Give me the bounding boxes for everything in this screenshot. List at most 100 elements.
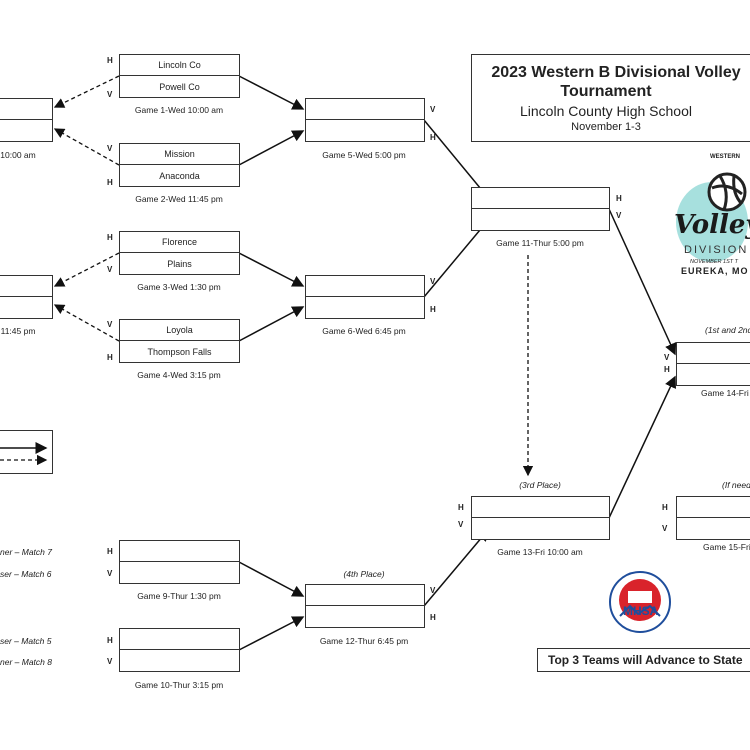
game-4-label: Game 4-Wed 3:15 pm: [137, 370, 221, 380]
game-14-note: (1st and 2nd: [705, 325, 750, 335]
game-3-box: Florence Plains: [119, 231, 240, 275]
loser-source-4: ner – Match 8: [0, 657, 52, 667]
team-slot[interactable]: [0, 99, 52, 120]
game-6-label: Game 6-Wed 6:45 pm: [322, 326, 406, 336]
game-4-box: Loyola Thompson Falls: [119, 319, 240, 363]
game-10-label: Game 10-Thur 3:15 pm: [134, 680, 224, 690]
visitor-marker: V: [430, 586, 436, 595]
game-8-box: [0, 275, 53, 319]
game-13-note: (3rd Place): [519, 480, 561, 490]
winner-line-g1: [238, 75, 305, 110]
loser-line-g1: [53, 75, 120, 108]
team-slot[interactable]: Powell Co: [159, 81, 200, 92]
team-slot[interactable]: [472, 497, 609, 518]
game-14-label: Game 14-Fri: [701, 388, 749, 398]
game-10-box: [119, 628, 240, 672]
team-slot[interactable]: Loyola: [120, 320, 239, 341]
game-12-label: Game 12-Thur 6:45 pm: [319, 636, 409, 646]
game-1-box: Lincoln Co Powell Co: [119, 54, 240, 98]
home-marker: H: [107, 547, 113, 556]
team-slot[interactable]: Lincoln Co: [120, 55, 239, 76]
team-slot[interactable]: [0, 276, 52, 297]
visitor-marker: V: [616, 211, 622, 220]
team-slot[interactable]: [472, 209, 609, 230]
home-marker: H: [107, 56, 113, 65]
loser-source-3: ser – Match 5: [0, 636, 52, 646]
visitor-marker: V: [107, 265, 113, 274]
home-marker: H: [664, 365, 670, 374]
home-marker: H: [616, 194, 622, 203]
team-slot[interactable]: [306, 276, 424, 297]
winner-line-g12: [423, 528, 489, 607]
logo-volleyball: Volleyb: [674, 210, 750, 240]
team-slot[interactable]: [677, 497, 750, 518]
game-11-label: Game 11-Thur 5:00 pm: [496, 238, 584, 248]
visitor-marker: V: [662, 524, 668, 533]
winner-line-g5: [423, 119, 491, 202]
team-slot[interactable]: [677, 518, 750, 539]
game-12-box: [305, 584, 425, 628]
game-7-box: [0, 98, 53, 142]
team-slot[interactable]: [0, 297, 52, 318]
mhsa-seal-icon: [609, 571, 671, 633]
game-12-note: (4th Place): [343, 569, 385, 579]
divisional-logo: WESTERN Volleyb DIVISION NOVEMBER 1ST T …: [672, 152, 750, 292]
home-marker: H: [107, 353, 113, 362]
team-slot[interactable]: [0, 120, 52, 141]
visitor-marker: V: [430, 105, 436, 114]
game-2-box: Mission Anaconda: [119, 143, 240, 187]
visitor-marker: V: [107, 90, 113, 99]
logo-western: WESTERN: [710, 154, 740, 160]
visitor-marker: V: [458, 520, 464, 529]
winner-line-g3: [238, 252, 305, 287]
mhsa-logo: MHSA: [608, 570, 672, 634]
winner-line-g2: [238, 130, 305, 166]
team-slot[interactable]: [120, 562, 239, 583]
team-slot[interactable]: Thompson Falls: [147, 346, 212, 357]
winner-line-g10: [238, 616, 305, 651]
team-slot[interactable]: [472, 188, 609, 209]
winner-line-g11: [608, 208, 677, 356]
team-slot[interactable]: [120, 541, 239, 562]
loser-line-g4: [53, 304, 120, 342]
game-2-label: Game 2-Wed 11:45 pm: [135, 194, 223, 204]
team-slot[interactable]: [677, 343, 750, 364]
team-slot[interactable]: Florence: [120, 232, 239, 253]
game-14-box: [676, 342, 750, 386]
team-slot[interactable]: [306, 120, 424, 141]
game-5-label: Game 5-Wed 5:00 pm: [322, 150, 406, 160]
team-slot[interactable]: Mission: [120, 144, 239, 165]
home-marker: H: [458, 503, 464, 512]
home-marker: H: [430, 133, 436, 142]
home-marker: H: [430, 613, 436, 622]
team-slot[interactable]: [472, 518, 609, 539]
winner-line-g4: [238, 306, 305, 342]
team-slot[interactable]: Plains: [167, 258, 192, 269]
home-marker: H: [430, 305, 436, 314]
team-slot[interactable]: [306, 99, 424, 120]
team-slot[interactable]: [677, 364, 750, 385]
game-3-label: Game 3-Wed 1:30 pm: [137, 282, 221, 292]
team-slot[interactable]: [120, 629, 239, 650]
loser-line-g2: [53, 128, 120, 166]
visitor-marker: V: [430, 277, 436, 286]
game-9-box: [119, 540, 240, 584]
game-11-box: [471, 187, 610, 231]
home-marker: H: [107, 636, 113, 645]
title-school: Lincoln County High School: [520, 103, 692, 119]
visitor-marker: V: [107, 144, 113, 153]
team-slot[interactable]: [306, 297, 424, 318]
legend-box: [0, 430, 53, 474]
team-slot[interactable]: [306, 585, 424, 606]
team-slot[interactable]: Anaconda: [159, 170, 200, 181]
loser-line-g3: [53, 252, 120, 287]
home-marker: H: [107, 178, 113, 187]
team-slot[interactable]: [306, 606, 424, 627]
title-box: 2023 Western B Divisional Volley Tournam…: [471, 54, 750, 142]
game-15-label: Game 15-Fri: [703, 542, 750, 552]
winner-line-g6: [423, 216, 491, 298]
mhsa-text: MHSA: [623, 604, 659, 618]
team-slot[interactable]: [120, 650, 239, 671]
logo-date: NOVEMBER 1ST T: [690, 259, 738, 265]
